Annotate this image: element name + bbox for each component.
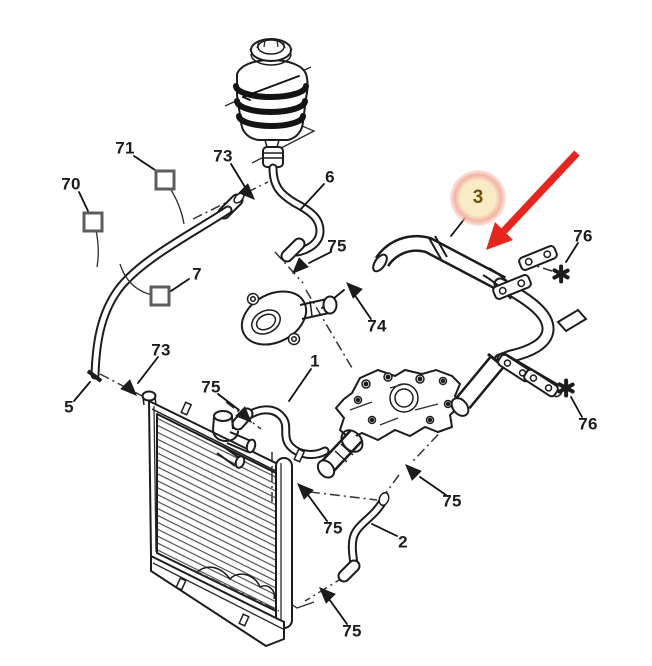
part-callout-76[interactable]: 76 <box>573 226 593 246</box>
water-pump-snout <box>316 429 364 479</box>
tank-cap <box>249 38 293 66</box>
part-callout-1[interactable]: 1 <box>310 351 320 371</box>
radiator <box>141 390 306 648</box>
part-callout-70[interactable]: 70 <box>61 174 81 194</box>
part-callout-71[interactable]: 71 <box>115 138 135 158</box>
radiator-core <box>157 414 276 611</box>
highlighted-part-number: 3 <box>472 187 484 208</box>
pipe-bracket-lower <box>497 353 559 398</box>
bolt-star-icon <box>556 378 576 398</box>
highlighted-part-badge[interactable]: 3 <box>450 170 506 226</box>
radiator-inlet-elbow <box>212 410 257 469</box>
clamp-square-marker <box>154 169 176 191</box>
water-outlet-flange <box>240 290 338 346</box>
metal-pipe-assembly <box>450 245 588 417</box>
bolt-star-icon <box>551 264 571 284</box>
leader-lines <box>73 155 583 625</box>
hose-2 <box>337 491 390 583</box>
clamp-square-marker <box>82 211 104 233</box>
part-callout-76[interactable]: 76 <box>578 414 598 434</box>
part-callout-75[interactable]: 75 <box>342 621 362 641</box>
part-callout-73[interactable]: 73 <box>151 340 171 360</box>
pipe-bracket-upper <box>482 245 558 300</box>
part-callout-73[interactable]: 73 <box>213 146 233 166</box>
pipe-stub-plate <box>556 308 588 333</box>
engine-water-pump-assembly <box>316 368 462 479</box>
part-callout-75[interactable]: 75 <box>323 518 343 538</box>
expansion-tank <box>233 38 309 168</box>
part-callout-75[interactable]: 75 <box>201 377 221 397</box>
part-callout-75[interactable]: 75 <box>442 491 462 511</box>
hose-6 <box>268 163 325 263</box>
part-callout-2[interactable]: 2 <box>398 532 408 552</box>
radiator-filler-neck <box>141 390 157 406</box>
hose-3-highlighted-part <box>372 234 506 292</box>
clamp-square-marker <box>149 285 171 307</box>
part-callout-6[interactable]: 6 <box>325 167 335 187</box>
part-callout-7[interactable]: 7 <box>192 264 202 284</box>
part-callout-75[interactable]: 75 <box>327 236 347 256</box>
part-callout-5[interactable]: 5 <box>64 397 74 417</box>
part-callout-74[interactable]: 74 <box>367 316 387 336</box>
red-arrow <box>486 150 580 250</box>
